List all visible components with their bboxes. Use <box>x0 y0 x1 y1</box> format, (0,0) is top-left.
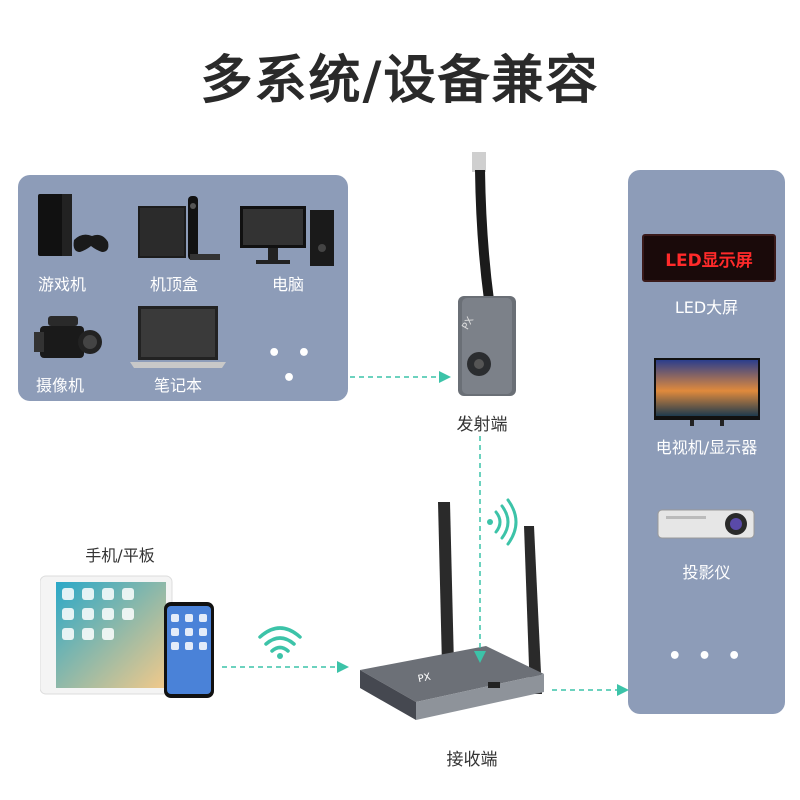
phone-tablet-icon <box>40 575 214 698</box>
game-console-label: 游戏机 <box>37 275 86 294</box>
projector-icon <box>657 509 755 539</box>
wifi-icon <box>258 626 302 659</box>
receiver-label: 接收端 <box>446 750 498 770</box>
page-title: 多系统/设备兼容 <box>200 51 600 111</box>
led-screen-label: LED大屏 <box>674 298 739 317</box>
set-top-box-label: 机顶盒 <box>149 275 198 294</box>
phone-tablet-label: 手机/平板 <box>85 546 155 565</box>
wireless-signal-icon <box>487 498 518 546</box>
game-console-icon <box>38 194 109 256</box>
laptop-label: 笔记本 <box>153 376 202 395</box>
tv-monitor-label: 电视机/显示器 <box>655 438 758 457</box>
transmitter-icon <box>458 152 516 396</box>
set-top-box-icon <box>138 196 220 260</box>
camcorder-label: 摄像机 <box>35 376 84 395</box>
more-sources-indicator: • • • <box>267 341 315 391</box>
laptop-icon <box>130 306 226 368</box>
tv-icon <box>654 358 760 426</box>
computer-icon <box>240 206 334 266</box>
more-displays-indicator: • • • <box>667 644 746 669</box>
led-sign-icon: LED显示屏 <box>642 234 776 282</box>
receiver-icon <box>360 502 544 720</box>
camcorder-icon <box>34 316 102 358</box>
computer-label: 电脑 <box>271 275 304 294</box>
projector-label: 投影仪 <box>682 563 731 582</box>
transmitter-label: 发射端 <box>456 415 508 435</box>
